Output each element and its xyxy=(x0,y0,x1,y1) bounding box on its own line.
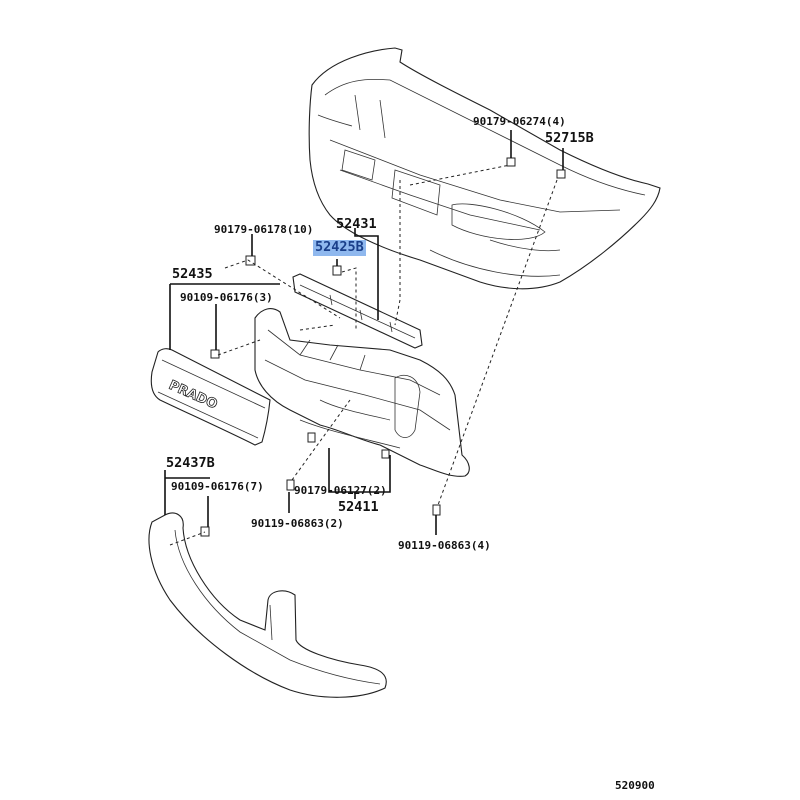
part-label-52437B[interactable]: 52437B xyxy=(166,455,215,471)
part-label-90119-06863-4[interactable]: 90119-06863(4) xyxy=(398,539,491,552)
assembly-lines xyxy=(169,164,558,546)
bumper-cover xyxy=(308,47,661,290)
part-label-52715B[interactable]: 52715B xyxy=(545,130,594,146)
bumper-reinforcement xyxy=(254,308,470,477)
part-label-52431[interactable]: 52431 xyxy=(336,216,377,232)
part-label-90109-06176-3[interactable]: 90109-06176(3) xyxy=(180,291,273,304)
part-label-90109-06176-7[interactable]: 90109-06176(7) xyxy=(171,480,264,493)
lower-bumper-extension xyxy=(148,512,387,698)
leader-lines xyxy=(164,130,564,535)
part-label-90179-06274[interactable]: 90179-06274(4) xyxy=(473,115,566,128)
part-label-90179-06178[interactable]: 90179-06178(10) xyxy=(214,223,314,236)
part-label-52425B[interactable]: 52425B xyxy=(313,239,366,256)
part-label-52411[interactable]: 52411 xyxy=(338,499,379,515)
part-label-90179-06127[interactable]: 90179-06127(2) xyxy=(294,484,387,497)
part-label-52435[interactable]: 52435 xyxy=(172,266,213,282)
part-label-90119-06863-2[interactable]: 90119-06863(2) xyxy=(251,517,344,530)
bracket xyxy=(292,273,423,349)
fasteners xyxy=(200,157,566,537)
diagram-code: 520900 xyxy=(615,779,655,792)
